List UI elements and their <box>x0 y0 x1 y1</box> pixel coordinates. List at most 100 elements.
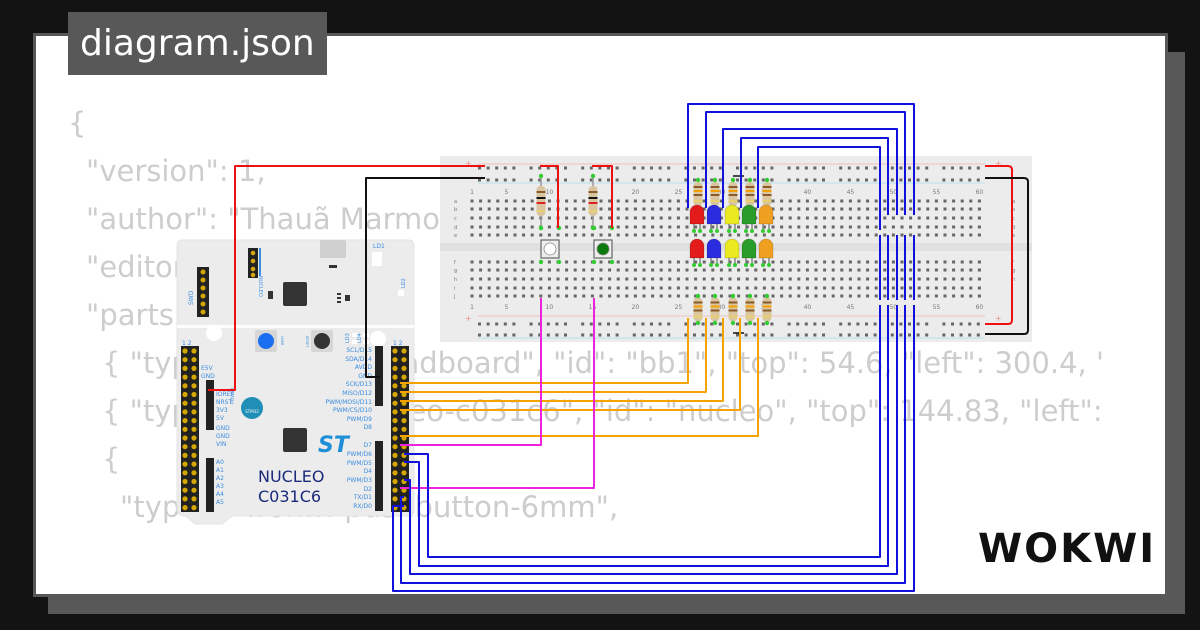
code-line: "author": "Thauã Marmo <box>86 202 441 236</box>
led-bottom-5[interactable] <box>758 238 774 267</box>
svg-text:NUCLEO: NUCLEO <box>257 276 263 297</box>
resistor-led-top-3[interactable] <box>728 177 738 211</box>
led-bottom-4[interactable] <box>741 238 757 267</box>
pin-label: D2 <box>364 486 373 493</box>
svg-text:55: 55 <box>933 189 941 196</box>
svg-text:POWER: POWER <box>230 387 236 404</box>
mcu-chip <box>283 428 307 452</box>
svg-text:50: 50 <box>890 304 898 311</box>
resistor-led-bottom-3[interactable] <box>728 293 738 326</box>
ld1-led-icon <box>372 252 382 266</box>
wires[interactable] <box>208 96 1029 592</box>
pin-label: TX/D1 <box>353 494 372 501</box>
pin-label: PWM/D5 <box>347 460 372 467</box>
svg-text:1: 1 <box>470 304 474 311</box>
pin-label: A4 <box>216 491 224 498</box>
pin-label: MISO/D12 <box>342 390 372 397</box>
pin-label: PWM/D3 <box>347 477 372 484</box>
pin-label: IOREF <box>216 391 234 398</box>
swd-header <box>197 267 209 317</box>
svg-text:SWD: SWD <box>188 290 195 305</box>
pushbutton-1[interactable] <box>538 225 562 265</box>
svg-text:a: a <box>1012 199 1015 205</box>
svg-text:10: 10 <box>546 304 554 311</box>
resistor-btn1[interactable] <box>536 173 546 231</box>
svg-text:a: a <box>454 199 457 205</box>
svg-text:e: e <box>454 233 457 239</box>
svg-text:+: + <box>465 159 472 168</box>
pin-label: GND <box>216 433 230 440</box>
nucleo-board[interactable]: STM32 ST NUCLEO C031C6 1 2 1 2 LD1 SWD N… <box>176 239 415 525</box>
svg-text:1 2: 1 2 <box>182 340 192 347</box>
svg-text:g: g <box>1012 268 1015 274</box>
led-top-1[interactable] <box>689 204 705 233</box>
svg-text:LD2: LD2 <box>401 278 407 288</box>
code-line: { <box>102 442 121 476</box>
st-logo-icon: ST <box>318 433 351 458</box>
pin-label: D4 <box>364 468 373 475</box>
wire-magenta-d7 <box>400 298 542 446</box>
pin-label: NRST <box>216 399 232 406</box>
led-top-2[interactable] <box>706 204 722 233</box>
led-top-4[interactable] <box>741 204 757 233</box>
pin-label: GND <box>216 425 230 432</box>
resistor-led-bottom-4[interactable] <box>745 293 755 326</box>
svg-text:c: c <box>1012 216 1015 222</box>
svg-text:45: 45 <box>847 189 855 196</box>
code-line: "version": 1, <box>86 154 266 188</box>
resistor-led-bottom-1[interactable] <box>693 293 703 326</box>
pin-label: RX/D0 <box>353 503 372 510</box>
svg-text:60: 60 <box>976 189 984 196</box>
pushbutton-2[interactable] <box>591 225 615 265</box>
pin-label: PWM/D6 <box>347 451 372 458</box>
pin-label: D8 <box>364 424 373 431</box>
svg-text:h: h <box>1012 277 1015 283</box>
svg-text:1 2: 1 2 <box>393 340 403 347</box>
svg-text:40: 40 <box>804 189 812 196</box>
pin-label: PWM/CS/D10 <box>333 407 372 414</box>
pin-label: PWM/MOSI/D11 <box>325 399 372 406</box>
pin-label: 3V3 <box>216 407 228 414</box>
wire-magenta-d2 <box>400 298 595 489</box>
svg-text:g: g <box>454 268 457 274</box>
pin-label: A1 <box>216 467 224 474</box>
pin-label: AVDD <box>355 364 372 371</box>
svg-text:LD1: LD1 <box>373 243 385 250</box>
board-name-line2: C031C6 <box>258 487 321 506</box>
resistor-led-bottom-2[interactable] <box>710 293 720 326</box>
stm32-badge-icon <box>241 397 263 419</box>
svg-text:10: 10 <box>546 189 554 196</box>
wokwi-logo: WOKWI <box>978 526 1157 572</box>
svg-text:LD4: LD4 <box>357 333 363 343</box>
svg-text:30: 30 <box>718 304 726 311</box>
pin-label: E5V <box>201 365 214 372</box>
pin-label: GND <box>201 373 215 380</box>
pin-label: A5 <box>216 499 224 506</box>
svg-text:40: 40 <box>804 304 812 311</box>
usb-connector-icon <box>320 240 346 258</box>
svg-text:15: 15 <box>589 304 597 311</box>
led-bottom-3[interactable] <box>724 238 740 267</box>
pin-label: SCK/D13 <box>346 381 372 388</box>
wire-red-rail <box>985 165 1013 325</box>
svg-text:1: 1 <box>470 189 474 196</box>
stlink-chip <box>283 282 307 306</box>
led-bottom-1[interactable] <box>689 238 705 267</box>
svg-text:j: j <box>453 294 455 300</box>
svg-text:50: 50 <box>890 189 898 196</box>
led-top-3[interactable] <box>724 204 740 233</box>
led-bottom-2[interactable] <box>706 238 722 267</box>
pin-label: D7 <box>364 442 373 449</box>
pin-label: A0 <box>216 459 224 466</box>
svg-text:d: d <box>1012 225 1015 231</box>
led-top-5[interactable] <box>758 204 774 233</box>
svg-text:c: c <box>454 216 457 222</box>
code-line: { <box>68 106 87 140</box>
svg-text:RESET: RESET <box>305 336 309 348</box>
pin-label: SCL/D15 <box>346 347 372 354</box>
svg-text:+: + <box>465 314 472 323</box>
resistor-led-bottom-5[interactable] <box>762 293 772 326</box>
svg-text:45: 45 <box>847 304 855 311</box>
resistor-led-top-1[interactable] <box>693 177 703 211</box>
